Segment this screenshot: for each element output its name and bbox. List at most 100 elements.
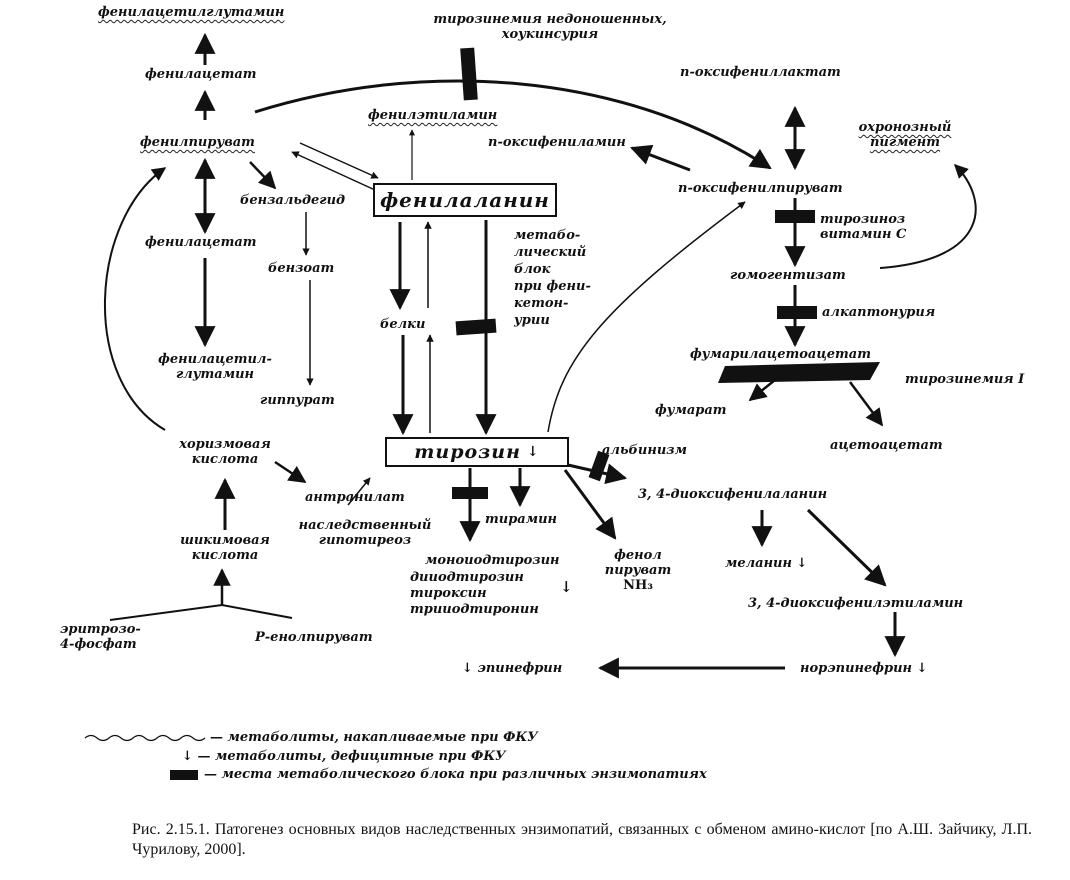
hypothyroid-line2: гипотиреоз [318, 533, 412, 548]
legend-arrow-row: ↓ — метаболиты, дефицитные при ФКУ [182, 749, 506, 764]
node-tyrosine-box: тирозин ↓ [385, 437, 569, 467]
node-tyramine: тирамин [485, 512, 558, 527]
node-alkaptonuria: алкаптонурия [822, 305, 936, 320]
block-tyrosinosis [775, 210, 815, 223]
block-tyrosinemia1 [718, 362, 880, 383]
node-phenylpyruvate: фенилпируват [140, 135, 255, 150]
block-alkaptonuria [777, 306, 817, 319]
node-proteins: белки [380, 317, 426, 332]
arrow-chorismic-to-pp [103, 167, 167, 431]
node-phenol-pyruvate: фенол пируват NH₃ [598, 548, 678, 593]
epinephrine-deficit-mark: ↓ [462, 661, 473, 676]
shikimic-line2: кислота [191, 548, 259, 563]
node-fumarate: фумарат [655, 403, 727, 418]
legend-wavy-text: — метаболиты, накапливаемые при ФКУ [210, 730, 538, 745]
legend-arrow-text: — метаболиты, дефицитные при ФКУ [197, 749, 506, 764]
merge-precursors [109, 603, 293, 621]
node-phenylacetylglutamine-mid: фенилацетил- глутамин [140, 352, 290, 382]
arrow-phe-to-pp [291, 151, 376, 191]
legend-deficit-icon: ↓ [182, 749, 193, 764]
node-ochronosis-pigment: охронозный пигмент [850, 120, 960, 150]
arrow-tyrosine-to-phenol [563, 469, 617, 540]
block-tyrosinemia-prem [460, 47, 478, 101]
hypothyroid-line1: наследственный [298, 518, 432, 533]
phenol-line1: фенол [614, 548, 662, 563]
node-phenylacetate-mid: фенилацетат [145, 235, 257, 250]
arrow-hpp-to-hydroxyphenylamine [630, 144, 691, 172]
node-anthranilate: антранилат [305, 490, 405, 505]
mb-line5: кетон- [514, 296, 569, 311]
tyrosine-deficit-mark: ↓ [526, 444, 540, 460]
ochronosis-line2: пигмент [869, 135, 941, 150]
mb-line2: лический [514, 245, 587, 260]
mb-line3: блок [514, 262, 551, 277]
erythrose-line2: 4-фосфат [60, 637, 137, 652]
node-tyrosinemia-1: тирозинемия I [905, 372, 1025, 387]
node-epinephrine: ↓ эпинефрин [462, 661, 562, 676]
node-dopamine: 3, 4-диоксифенилэтиламин [748, 596, 964, 611]
arrow-tyrosine-to-hpp [547, 201, 746, 433]
thyroid-line1: дииодтирозин [410, 570, 524, 585]
node-phenylalanine-box: фенилаланин [373, 183, 557, 217]
tp-line2: хоукинсурия [501, 27, 599, 42]
block-pku [455, 318, 497, 336]
arrow-chorismic-to-anthranilate [274, 460, 307, 484]
node-chorismic-acid: хоризмовая кислота [160, 437, 290, 467]
epinephrine-label: эпинефрин [477, 661, 563, 676]
metabolic-block-note: метабо- лический блок при фени- кетон- у… [514, 227, 591, 329]
legend-block-text: — места метаболического блока при различ… [204, 767, 707, 782]
node-erythrose: эритрозо- 4-фосфат [60, 622, 141, 652]
norepinephrine-label: норэпинефрин [800, 661, 913, 676]
node-fumarylacetoacetate: фумарилацетоацетат [690, 347, 871, 362]
node-benzaldehyde: бензальдегид [240, 193, 346, 208]
node-nh3: NH₃ [623, 578, 653, 593]
arrow-to-acetoacetate [848, 381, 884, 427]
node-phenylacetate-top: фенилацетат [145, 67, 257, 82]
node-acetoacetate: ацетоацетат [830, 438, 943, 453]
node-tyrosinemia-premature: тирозинемия недоношенных, хоукинсурия [425, 12, 675, 42]
thyroid-deficit-mark: ↓ [560, 578, 573, 596]
node-tyrosinosis: тирозиноз витамин С [820, 212, 906, 242]
node-hereditary-hypothyroidism: наследственный гипотиреоз [290, 518, 440, 548]
mb-line4: при фени- [514, 279, 591, 294]
arrow-pp-to-benzaldehyde [249, 161, 277, 190]
node-melanin: меланин ↓ [725, 556, 807, 571]
figure-caption: Рис. 2.15.1. Патогенез основных видов на… [132, 821, 1032, 858]
erythrose-line1: эритрозо- [60, 622, 141, 637]
node-hydroxyphenylpyruvate: п-оксифенилпируват [678, 181, 843, 196]
legend-block-icon [170, 770, 198, 780]
node-shikimic-acid: шикимовая кислота [160, 533, 290, 563]
node-phenylethylamine: фенилэтиламин [368, 108, 498, 123]
node-hippurate: гиппурат [260, 393, 335, 408]
node-penolpyruvate: Р-енолпируват [255, 630, 373, 645]
node-albinism: альбинизм [602, 443, 687, 458]
pag-line1: фенилацетил- [158, 352, 272, 367]
block-albinism [588, 450, 610, 482]
melanin-deficit-mark: ↓ [796, 556, 808, 571]
tyrosine-label: тирозин [414, 441, 521, 463]
arrow-pp-to-phe [299, 142, 379, 179]
node-thyroid-hormones: дииодтирозин тироксин трииодтиронин [410, 570, 539, 618]
chorismic-line1: хоризмовая [179, 437, 271, 452]
arrow-anthranilate-to-tyrosine [347, 477, 371, 506]
node-hydroxyphenyllactate: п-оксифениллактат [680, 65, 841, 80]
node-hydroxyphenylamine: п-оксифениламин [488, 135, 626, 150]
arrow-to-fumarate [748, 379, 776, 402]
mb-line6: урии [514, 313, 550, 328]
thyroid-line3: трииодтиронин [410, 602, 539, 617]
node-norepinephrine: норэпинефрин ↓ [800, 661, 927, 676]
pag-line2: глутамин [175, 367, 255, 382]
tyrosinosis-line1: тирозиноз [820, 212, 906, 227]
tyrosinosis-line2: витамин С [820, 227, 907, 242]
mb-line1: метабо- [514, 228, 581, 243]
node-dopa: 3, 4-диоксифенилаланин [638, 487, 828, 502]
melanin-label: меланин [725, 556, 792, 571]
norepinephrine-deficit-mark: ↓ [916, 661, 928, 676]
phenol-line2: пируват [604, 563, 672, 578]
thyroid-line2: тироксин [410, 586, 487, 601]
tp-line1: тирозинемия недоношенных, [433, 12, 667, 27]
node-monoiodotyrosine: моноиодтирозин [425, 553, 560, 568]
shikimic-line1: шикимовая [180, 533, 270, 548]
legend-wavy-line [84, 734, 206, 742]
